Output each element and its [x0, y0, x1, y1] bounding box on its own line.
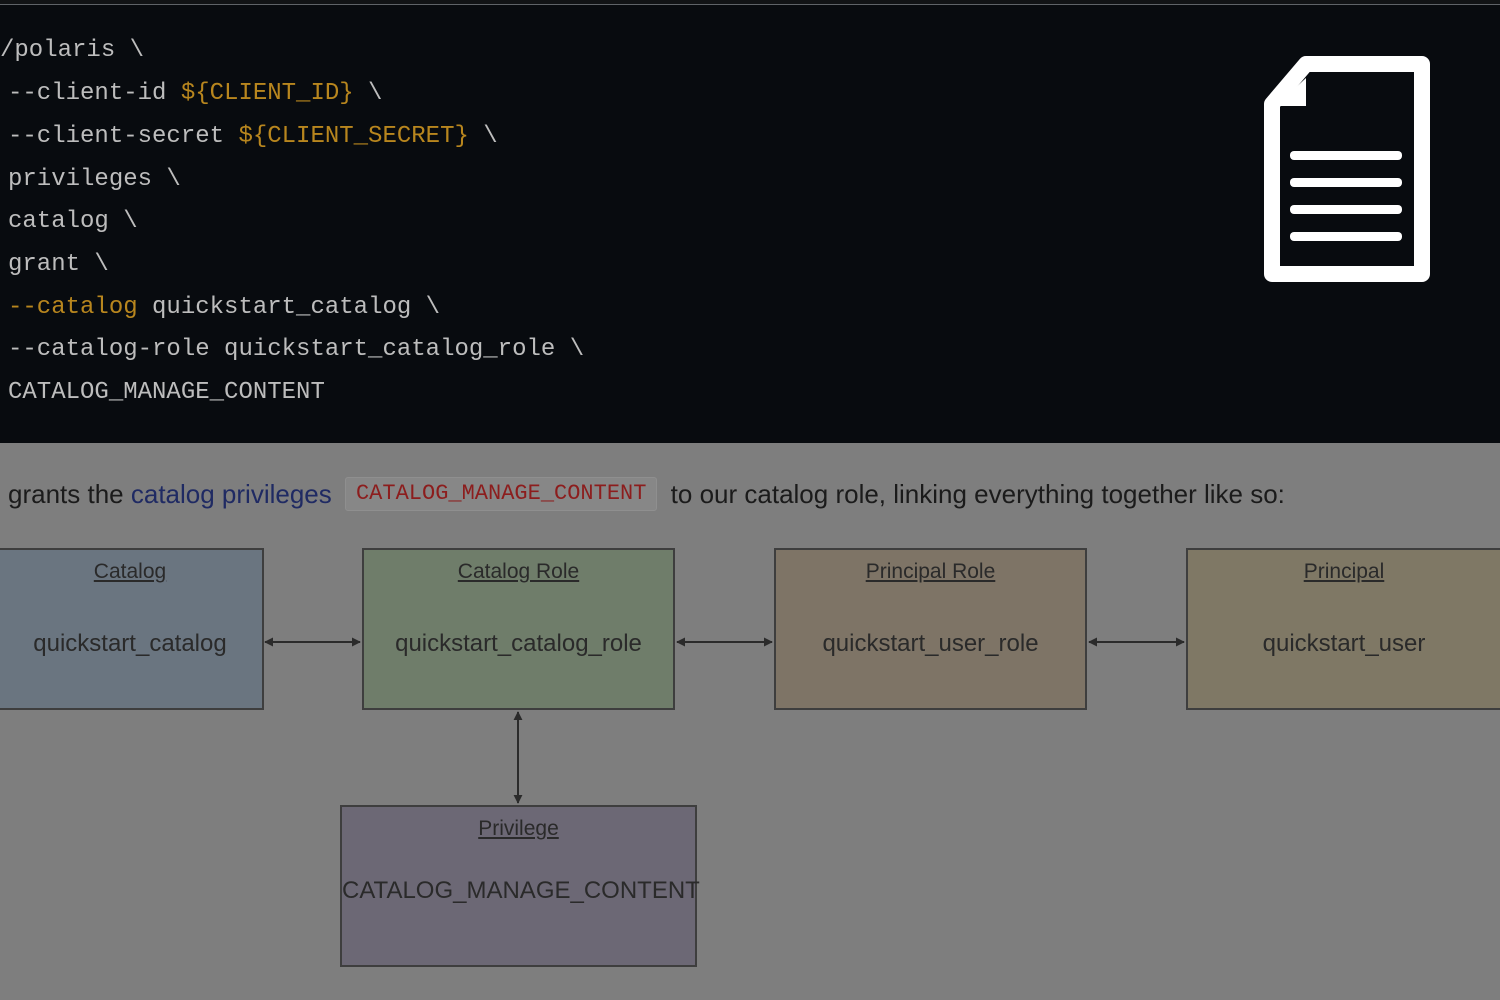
description-paragraph: grants the catalog privileges CATALOG_MA… [8, 474, 1285, 514]
node-title: Principal [1303, 560, 1385, 583]
code-line: --catalog quickstart_catalog \ [8, 293, 440, 323]
document-icon [1264, 56, 1430, 282]
diagram-node-principal: Principal quickstart_user [1186, 548, 1500, 710]
node-value: quickstart_user [1262, 630, 1426, 657]
node-value: CATALOG_MANAGE_CONTENT [342, 877, 700, 904]
code-token: privileges \ [8, 166, 181, 193]
code-line: grant \ [8, 250, 109, 280]
code-token: ${CLIENT_ID} [180, 80, 354, 107]
node-title: Principal Role [865, 560, 996, 583]
node-value: quickstart_catalog [33, 630, 227, 657]
node-title: Catalog [93, 560, 167, 583]
diagram-node-privilege: Privilege CATALOG_MANAGE_CONTENT [340, 805, 700, 967]
description-text-start: grants the [8, 479, 131, 509]
diagram-node-catalog-role: Catalog Role quickstart_catalog_role [362, 548, 675, 710]
code-token: grant \ [8, 251, 109, 278]
node-title: Privilege [478, 817, 559, 840]
node-value: quickstart_user_role [822, 630, 1039, 657]
code-token: catalog \ [8, 208, 138, 235]
code-token: CATALOG_MANAGE_CONTENT [8, 379, 325, 406]
code-token: --client-secret [8, 123, 239, 150]
node-value: quickstart_catalog_role [395, 630, 642, 657]
code-line: /polaris \ [0, 36, 144, 66]
top-edge [0, 0, 1500, 5]
code-token: quickstart_catalog \ [137, 294, 441, 321]
code-line: CATALOG_MANAGE_CONTENT [8, 378, 325, 408]
code-line: --catalog-role quickstart_catalog_role \ [8, 335, 584, 365]
catalog-privileges-link[interactable]: catalog privileges [130, 479, 332, 509]
code-token: --catalog [8, 294, 138, 321]
code-token: \ [353, 80, 383, 107]
code-token: --client-id [8, 80, 181, 107]
description-text-end: to our catalog role, linking everything … [670, 479, 1285, 509]
code-token: ${CLIENT_SECRET} [238, 123, 469, 150]
code-line: --client-secret ${CLIENT_SECRET} \ [8, 122, 498, 152]
diagram-node-catalog: Catalog quickstart_catalog [0, 548, 264, 710]
code-block: /polaris \ --client-id ${CLIENT_ID} \ --… [0, 5, 1500, 443]
inline-code-privilege: CATALOG_MANAGE_CONTENT [344, 477, 658, 512]
node-title: Catalog Role [457, 560, 580, 583]
code-token: --catalog-role quickstart_catalog_role \ [8, 336, 585, 363]
code-token: \ [468, 123, 498, 150]
code-line: --client-id ${CLIENT_ID} \ [8, 79, 382, 109]
diagram-node-principal-role: Principal Role quickstart_user_role [774, 548, 1087, 710]
code-line: catalog \ [8, 207, 138, 237]
code-token: /polaris \ [0, 37, 145, 64]
code-line: privileges \ [8, 165, 181, 195]
